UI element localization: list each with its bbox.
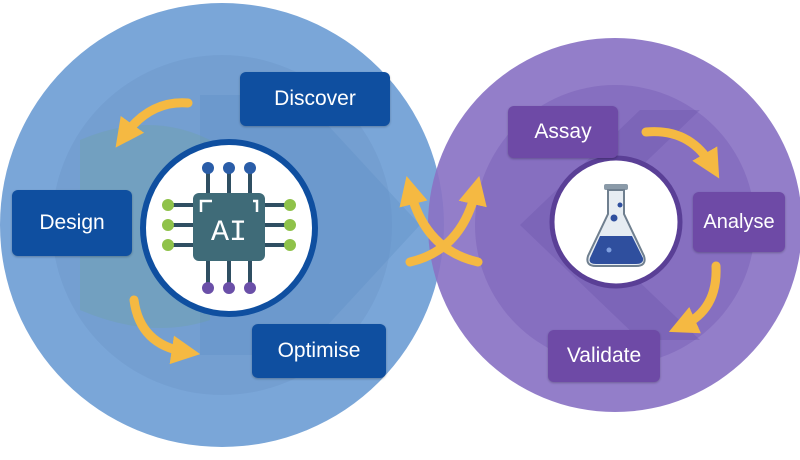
lab-flask-icon <box>549 155 683 289</box>
node-optimise-label: Optimise <box>277 339 361 362</box>
node-discover-label: Discover <box>274 87 356 110</box>
node-assay-label: Assay <box>534 120 592 143</box>
ai-chip-icon: AI <box>140 139 318 317</box>
arrow-cross-to-right <box>405 175 487 267</box>
node-assay: Assay <box>508 106 618 158</box>
node-design: Design <box>12 190 132 256</box>
node-analyse-label: Analyse <box>703 210 775 233</box>
node-design-label: Design <box>39 211 105 234</box>
ai-chip-text: AI <box>211 216 247 250</box>
node-validate-label: Validate <box>566 344 642 367</box>
arrow-discover-to-design <box>115 98 193 148</box>
arrow-design-to-optimise <box>129 295 201 365</box>
arrow-cross-to-left <box>399 176 483 267</box>
arrow-assay-to-analyse <box>641 127 720 179</box>
node-analyse: Analyse <box>693 192 785 252</box>
node-discover: Discover <box>240 72 390 126</box>
node-optimise: Optimise <box>252 324 386 378</box>
node-validate: Validate <box>548 330 660 382</box>
arrow-analyse-to-validate <box>668 261 721 334</box>
